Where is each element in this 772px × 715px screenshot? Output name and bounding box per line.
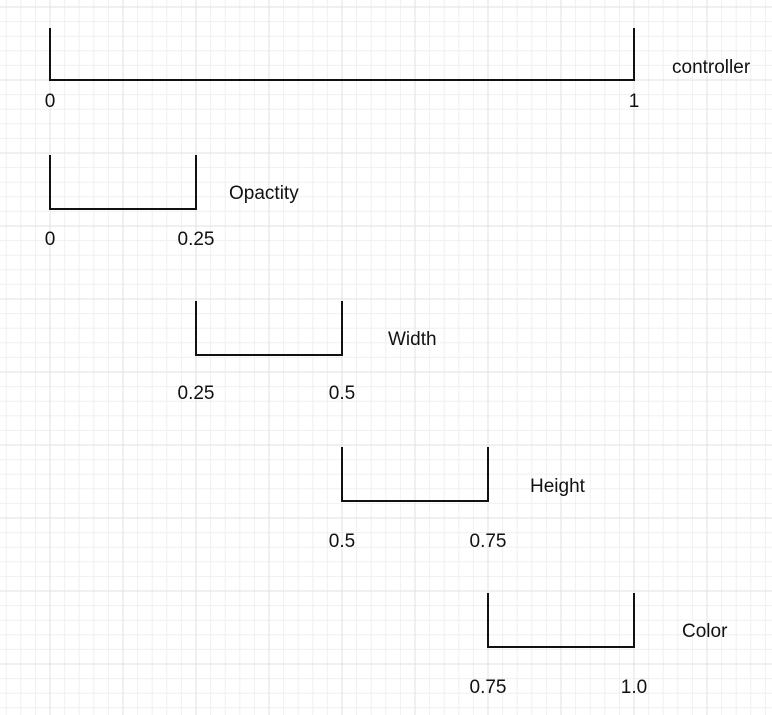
- row-opactity: 0 0.25 Opactity: [45, 155, 299, 250]
- row-label-height: Height: [530, 476, 586, 497]
- bracket-color: [487, 593, 635, 648]
- end-tick-label: 1.0: [621, 677, 647, 698]
- end-tick-label: 0.5: [329, 383, 355, 404]
- row-label-color: Color: [682, 621, 728, 642]
- end-tick-label: 0.75: [470, 531, 507, 552]
- row-color: 0.75 1.0 Color: [470, 593, 728, 698]
- bracket-opactity: [49, 155, 197, 210]
- start-tick-label: 0.75: [470, 677, 507, 698]
- end-tick-label: 0.25: [178, 229, 215, 250]
- row-height: 0.5 0.75 Height: [329, 447, 586, 552]
- end-tick-label: 1: [629, 91, 640, 112]
- start-tick-label: 0: [45, 91, 56, 112]
- start-tick-label: 0: [45, 229, 56, 250]
- row-label-width: Width: [388, 329, 437, 350]
- start-tick-label: 0.5: [329, 531, 355, 552]
- row-label-opactity: Opactity: [229, 183, 299, 204]
- start-tick-label: 0.25: [178, 383, 215, 404]
- bracket-width: [195, 301, 343, 356]
- row-width: 0.25 0.5 Width: [178, 301, 437, 404]
- row-label-controller: controller: [672, 57, 751, 78]
- bracket-controller: [49, 28, 635, 81]
- row-controller: 0 1 controller: [45, 28, 751, 112]
- bracket-height: [341, 447, 489, 502]
